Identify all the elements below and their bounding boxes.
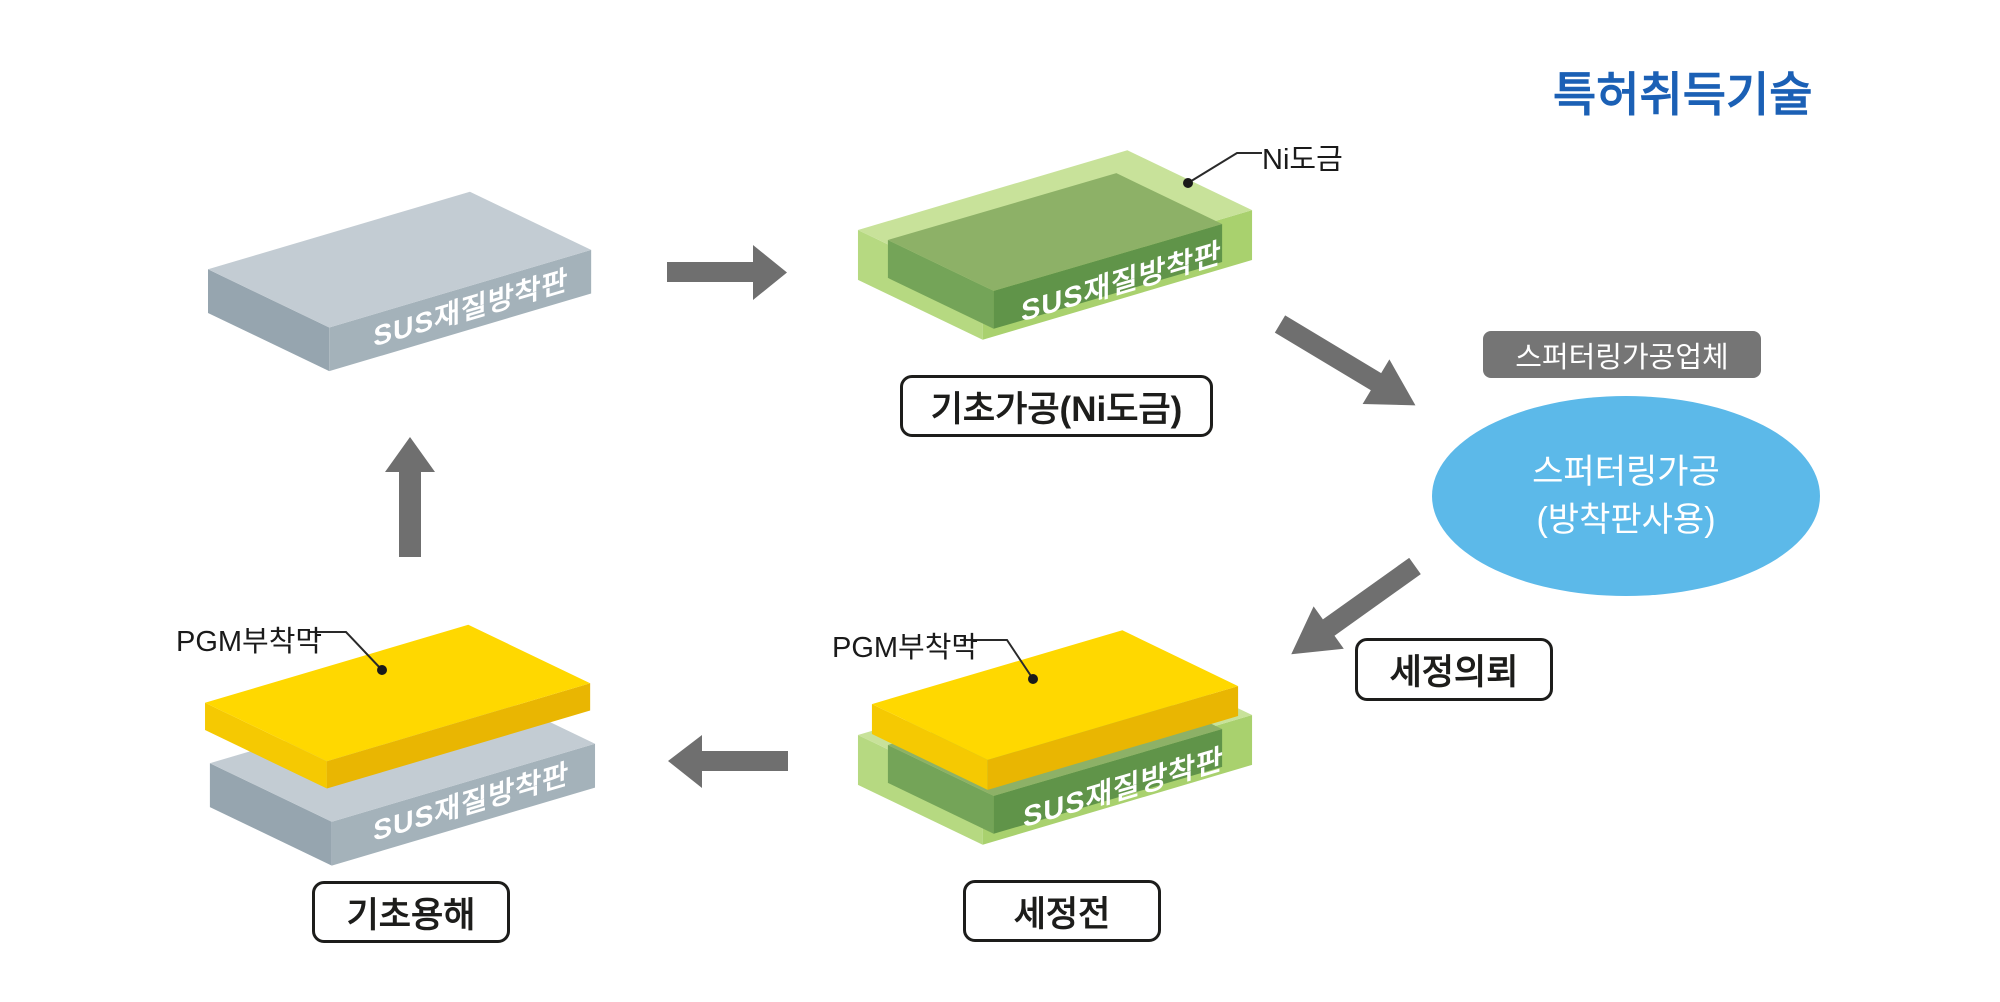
caption-basic-processing: 기초가공(Ni도금) [900,375,1213,437]
arrow-up-shape [385,437,435,557]
plate-front-face [329,249,592,372]
callout-line [308,631,383,671]
ni-callout-line [1183,152,1262,188]
pgm-callout-line [308,631,387,675]
dissolving-plate-illustration: SUS재질방착판 [205,624,596,866]
arrow-down-left-shape [1291,558,1421,655]
raw-sus-plate-illustration: SUS재질방착판 [208,191,592,372]
inner-plate-front-face [993,729,1223,834]
arrow-down-right-icon [1274,315,1416,406]
pgm-film-callout-label-left: PGM부착막 [176,626,323,658]
callout-dot [1183,178,1193,188]
plate-side-face [209,763,332,866]
callout-line [1187,152,1262,184]
pgm-film-front-face [987,686,1239,790]
callout-line [960,639,1034,680]
arrow-right-shape [667,245,787,300]
pgm-film-top-face [871,630,1239,760]
plate-top-face [208,191,592,328]
arrow-up-icon [385,437,435,557]
pgm-film-side-face [205,702,327,789]
sputtering-company-tag: 스퍼터링가공업체 [1483,331,1761,378]
plate-front-face [331,743,596,866]
caption-basic-dissolving: 기초용해 [312,881,510,943]
inner-plate-top-face [887,173,1223,291]
arrow-left-shape [668,735,788,788]
inner-plate-front-face [993,224,1223,329]
arrow-right-icon [667,245,787,300]
arrow-down-right-shape [1274,315,1416,406]
sputtering-line2: (방착판사용) [1536,501,1716,539]
page-title: 특허취득기술 [1553,68,1813,121]
ni-plated-plate-illustration: SUS재질방착판 [857,150,1253,340]
before-cleaning-plate-illustration: SUS재질방착판 [857,630,1253,845]
ni-plating-callout-label: Ni도금 [1262,144,1343,176]
inner-plate-side-face [887,744,994,834]
inner-plate-side-face [887,240,994,329]
pgm-film-top-face [205,624,591,762]
arrow-left-icon [668,735,788,788]
arrow-down-left-icon [1291,558,1421,655]
caption-before-cleaning: 세정전 [963,880,1161,942]
pgm-film-front-face [326,683,591,789]
pgm-film-side-face [871,704,988,790]
pgm-film-callout-label-middle: PGM부착막 [832,632,979,664]
callout-dot [1028,674,1038,684]
sputtering-process-ellipse: 스퍼터링가공 (방착판사용) [1432,396,1820,596]
caption-cleaning-request: 세정의뢰 [1355,638,1553,701]
sputtering-line1: 스퍼터링가공 [1532,452,1720,491]
plate-side-face [208,269,330,372]
pgm-callout-line [960,639,1038,684]
callout-dot [377,665,387,675]
